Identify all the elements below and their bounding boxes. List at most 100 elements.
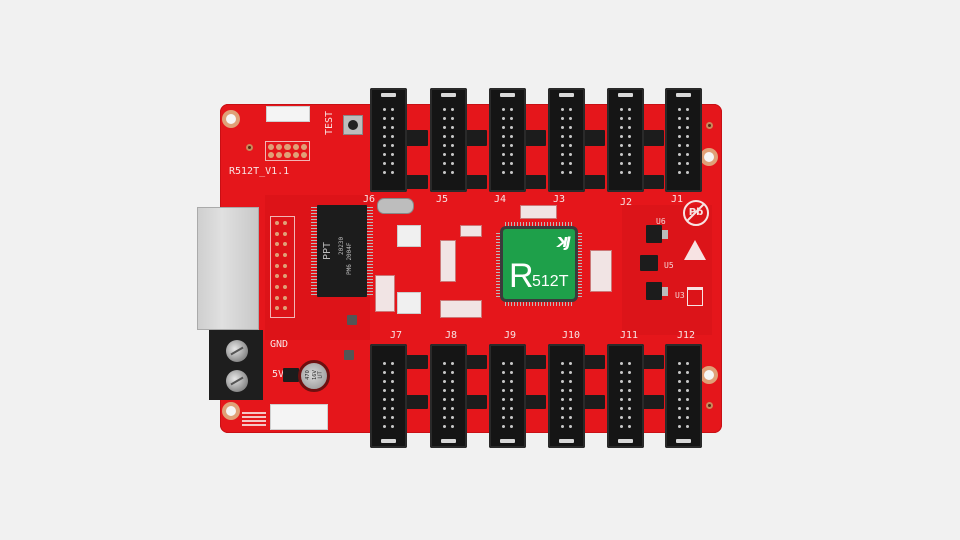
screw-icon[interactable] xyxy=(226,370,248,392)
chip-text: PM6 2004F xyxy=(346,242,353,275)
regulator-u5 xyxy=(640,255,658,271)
pin-header-10 xyxy=(265,141,310,161)
hub-connector-j3[interactable] xyxy=(548,88,585,192)
connector-label-j3: J3 xyxy=(553,194,566,205)
regulator-tab xyxy=(662,287,668,296)
chip-pins xyxy=(575,231,582,297)
via xyxy=(706,122,713,129)
chip-text: 20230 xyxy=(338,236,345,255)
regulator-label: U5 xyxy=(664,261,674,270)
hub-connector-j11[interactable] xyxy=(607,344,644,448)
connector-label-j7: J7 xyxy=(390,330,403,341)
connector-label-j11: J11 xyxy=(620,330,639,341)
electrolytic-capacitor: 470 16V LIT xyxy=(298,360,330,392)
buffer-chip xyxy=(404,130,428,146)
cap-text: LIT xyxy=(317,371,324,379)
buffer-chip xyxy=(463,355,487,369)
hub-connector-j7[interactable] xyxy=(370,344,407,448)
smd-array xyxy=(460,225,482,237)
warning-triangle-icon xyxy=(684,240,706,260)
hub-connector-j9[interactable] xyxy=(489,344,526,448)
connector-label-j8: J8 xyxy=(445,330,458,341)
power-terminal-block[interactable] xyxy=(209,330,263,400)
regulator-u3 xyxy=(646,282,662,300)
gnd-label: GND xyxy=(270,339,289,350)
chip-pins xyxy=(505,299,573,306)
connector-label-j1: J1 xyxy=(671,194,684,205)
chip-text: PPT xyxy=(322,241,333,260)
jst-connector-bottom xyxy=(270,404,328,430)
hub-connector-j8[interactable] xyxy=(430,344,467,448)
smd-array xyxy=(375,275,395,312)
mounting-hole-top-left xyxy=(222,110,240,128)
regulator-label: U6 xyxy=(656,217,666,226)
regulator-tab xyxy=(662,230,668,239)
buffer-chip xyxy=(581,175,605,189)
hub-connector-j2[interactable] xyxy=(607,88,644,192)
buffer-chip xyxy=(404,175,428,189)
smd-array xyxy=(520,205,557,219)
hub-connector-j12[interactable] xyxy=(665,344,702,448)
inductor xyxy=(347,315,357,325)
pin-header-20 xyxy=(270,216,295,318)
weee-bin-icon xyxy=(687,287,703,306)
buffer-chip xyxy=(581,355,605,369)
mounting-hole-bottom-right xyxy=(700,366,718,384)
hub-connector-j10[interactable] xyxy=(548,344,585,448)
chip-model-letter: R xyxy=(509,257,534,295)
buffer-chip xyxy=(640,130,664,146)
hub-connector-j6[interactable] xyxy=(370,88,407,192)
buffer-chip xyxy=(404,355,428,369)
buffer-chip xyxy=(522,175,546,189)
regulator-u6 xyxy=(646,225,662,243)
buffer-chip xyxy=(640,355,664,369)
cap-text: 470 xyxy=(304,370,311,380)
buffer-chip xyxy=(522,395,546,409)
chip-pins xyxy=(505,222,573,229)
connector-label-j6: J6 xyxy=(363,194,376,205)
silk-pattern xyxy=(242,412,266,426)
brand-logo-icon: ꓘJ xyxy=(556,235,571,251)
test-button[interactable] xyxy=(343,115,363,135)
model-label: R512T_V1.1 xyxy=(229,166,290,177)
ethernet-port[interactable] xyxy=(197,207,259,330)
white-component xyxy=(397,225,421,247)
screw-icon[interactable] xyxy=(226,340,248,362)
buffer-chip xyxy=(522,355,546,369)
connector-label-j5: J5 xyxy=(436,194,449,205)
hub-connector-j1[interactable] xyxy=(665,88,702,192)
power-ic xyxy=(283,368,299,382)
hub-connector-j5[interactable] xyxy=(430,88,467,192)
inductor xyxy=(344,350,354,360)
connector-label-j9: J9 xyxy=(504,330,517,341)
connector-label-j4: J4 xyxy=(494,194,507,205)
connector-label-j12: J12 xyxy=(677,330,696,341)
white-component xyxy=(397,292,421,314)
crystal-oscillator xyxy=(377,198,414,214)
jst-connector-top xyxy=(266,106,310,122)
5v-label: 5V xyxy=(272,369,285,380)
chip-pins xyxy=(311,207,317,295)
smd-array xyxy=(440,300,482,318)
buffer-chip xyxy=(581,395,605,409)
buffer-chip xyxy=(640,395,664,409)
pcb-region-right xyxy=(622,205,712,335)
regulator-label: U3 xyxy=(675,291,685,300)
connector-label-j2: J2 xyxy=(620,197,633,208)
ethernet-phy-chip: PPT 20230 PM6 2004F xyxy=(317,205,367,297)
buffer-chip xyxy=(463,130,487,146)
pb-free-icon: Pb xyxy=(683,200,709,226)
buffer-chip xyxy=(522,130,546,146)
chip-pins xyxy=(496,231,503,297)
chip-pins xyxy=(367,207,373,295)
smd-array xyxy=(590,250,612,292)
mounting-hole-top-right xyxy=(700,148,718,166)
buffer-chip xyxy=(640,175,664,189)
hub-connector-j4[interactable] xyxy=(489,88,526,192)
via xyxy=(706,402,713,409)
buffer-chip xyxy=(581,130,605,146)
chip-model-number: 512T xyxy=(532,273,569,290)
smd-array xyxy=(440,240,456,282)
via xyxy=(246,144,253,151)
buffer-chip xyxy=(463,395,487,409)
